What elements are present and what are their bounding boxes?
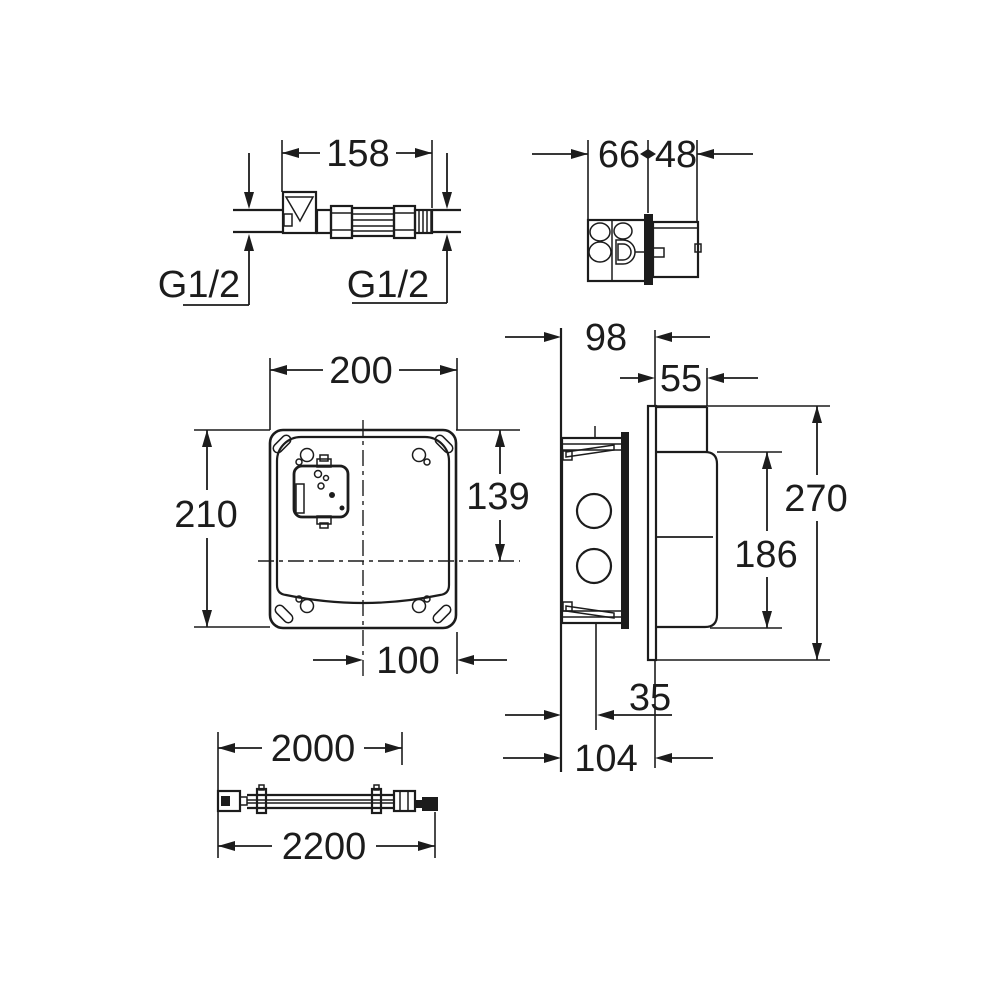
- flex-hose: [315, 204, 434, 240]
- g12-left-label: G1/2: [158, 264, 240, 306]
- shutoff-valve: [281, 190, 318, 235]
- dim-100: 100: [313, 632, 507, 682]
- dim-158-label: 158: [326, 133, 389, 175]
- cover-plate-edge: [646, 404, 658, 662]
- thread-label-left: G1/2: [158, 234, 254, 306]
- side-knockout-hole-top: [575, 492, 613, 530]
- box-top-view: 66 48: [532, 134, 753, 285]
- top-view-body: [586, 214, 702, 285]
- dim-55: 55: [620, 358, 758, 406]
- screw-holes: [295, 447, 431, 614]
- dim-200-label: 200: [329, 350, 392, 392]
- dim-139-label: 139: [466, 476, 529, 518]
- g12-right-label: G1/2: [347, 264, 429, 306]
- dim-48-label: 48: [655, 134, 697, 176]
- dim-104-label: 104: [574, 738, 637, 780]
- box-front-view: 200 210 139 100: [174, 350, 529, 682]
- dim-270: 270: [656, 405, 848, 661]
- dim-2000: 2000: [217, 728, 403, 858]
- dim-200: 200: [269, 350, 458, 430]
- side-view-box-body: [560, 404, 719, 662]
- pipe-lines: [233, 208, 461, 234]
- solenoid-module: [292, 454, 350, 529]
- frame-bar: [621, 432, 629, 629]
- dim-35-label: 35: [629, 677, 671, 719]
- box-side-view: 98 55: [503, 317, 848, 780]
- cable-body: [216, 784, 438, 815]
- dim-2200-label: 2200: [282, 826, 367, 868]
- dim-2200: 2200: [218, 812, 436, 868]
- side-knockout-hole-bottom: [575, 547, 613, 585]
- thread-label-right: G1/2: [347, 234, 452, 306]
- cable-plug: [422, 797, 438, 811]
- shared-dim-point-marker: [640, 149, 656, 159]
- dim-100-label: 100: [376, 640, 439, 682]
- dim-98-label: 98: [585, 317, 627, 359]
- frame-edge-bar: [644, 214, 653, 285]
- dim-66-label: 66: [598, 134, 640, 176]
- dim-186-label: 186: [734, 534, 797, 576]
- front-view-body: [258, 420, 520, 676]
- dim-104: 104: [503, 660, 713, 780]
- dim-186: 186: [710, 451, 798, 629]
- dim-98: 98: [505, 317, 710, 406]
- dim-210-label: 210: [174, 494, 237, 536]
- protection-cover: [656, 450, 719, 629]
- thread-pointer-arrows-down: [244, 153, 452, 209]
- dim-55-label: 55: [660, 358, 702, 400]
- dim-210: 210: [174, 429, 270, 628]
- hose-assembly-view: 158: [158, 133, 461, 306]
- dim-158: 158: [281, 133, 433, 208]
- dim-270-label: 270: [784, 478, 847, 520]
- dim-2000-label: 2000: [271, 728, 356, 770]
- corner-slots: [272, 434, 454, 624]
- dim-35: 35: [505, 623, 672, 730]
- dim-66-48: 66 48: [532, 134, 753, 221]
- dim-139: 139: [456, 429, 530, 561]
- cable-view: 2000 2200: [216, 728, 438, 868]
